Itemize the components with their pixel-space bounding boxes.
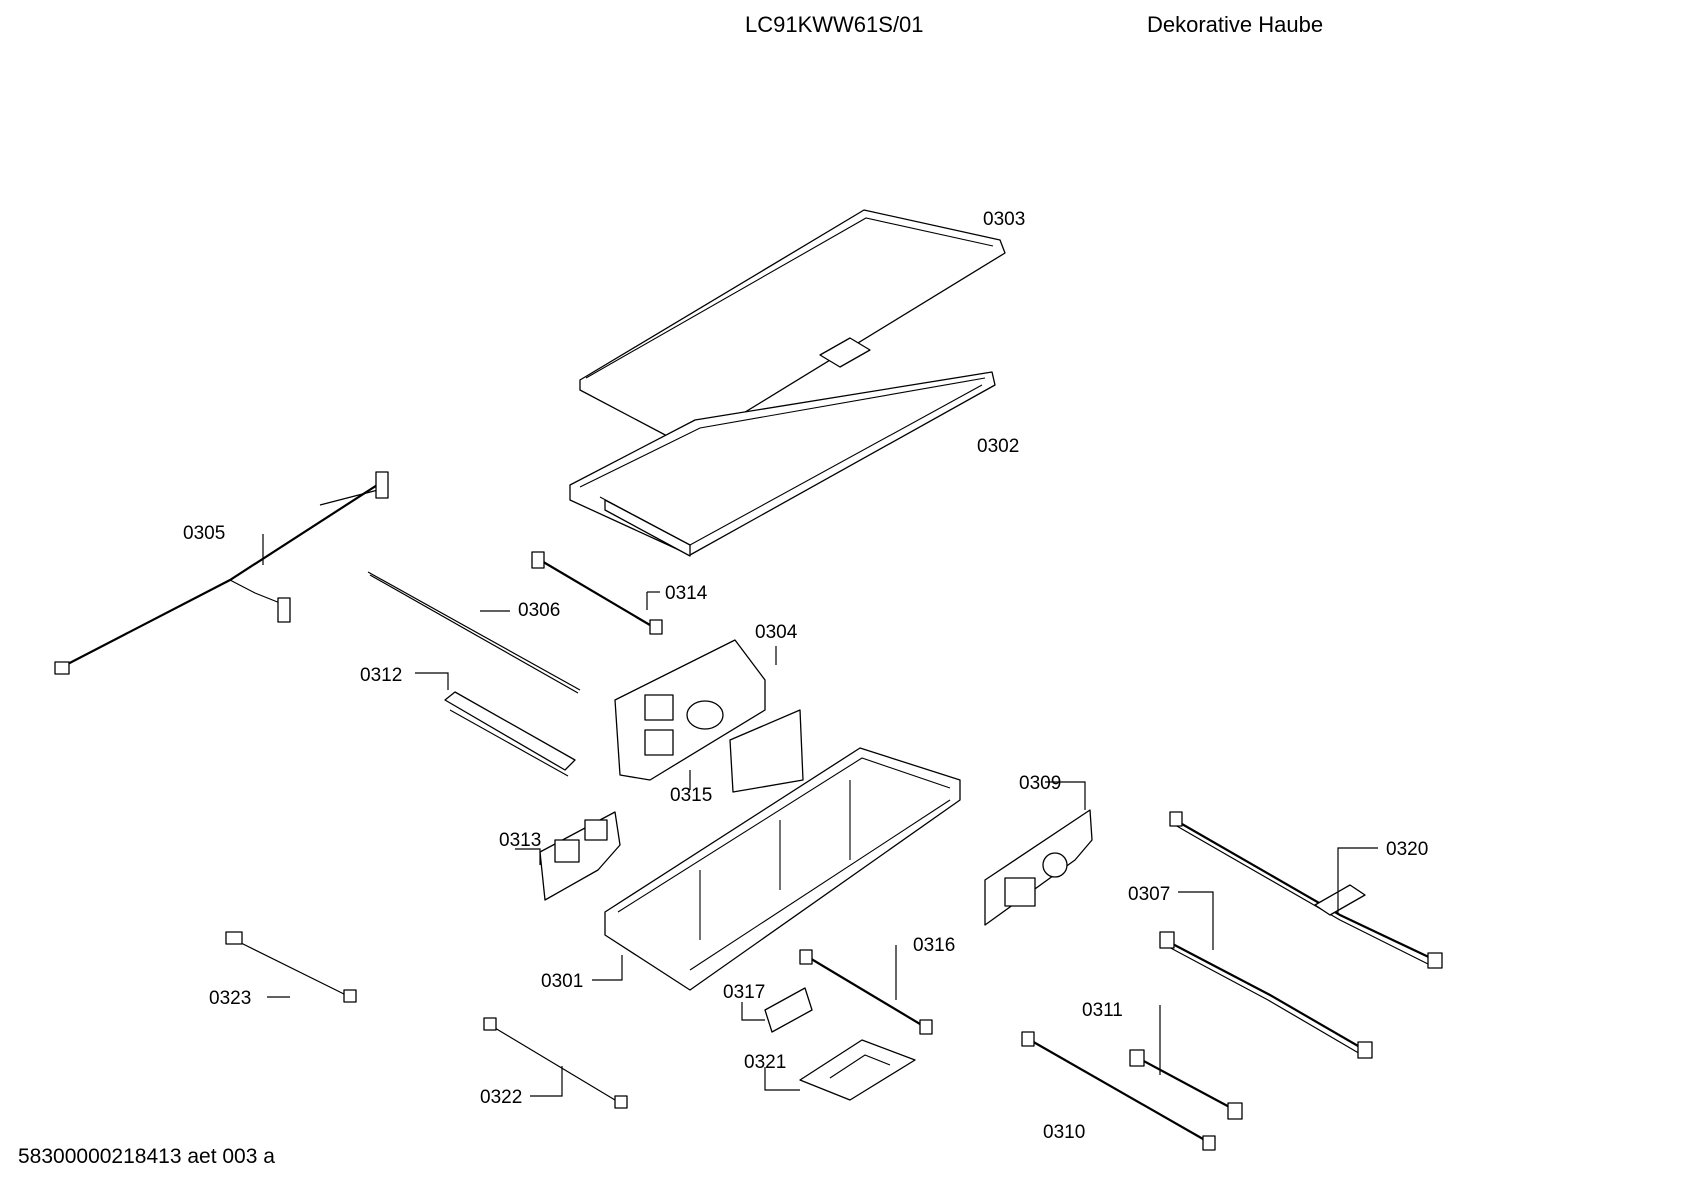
label-0310: 0310 [1043,1122,1085,1143]
label-0312: 0312 [360,665,402,686]
part-0323-cable[interactable] [225,931,357,1003]
part-0311-cable[interactable] [1129,1049,1243,1120]
label-0320: 0320 [1386,839,1428,860]
part-0314-cable[interactable] [531,551,663,635]
part-0309-board[interactable] [984,809,1093,926]
document-id: 58300000218413 aet 003 a [18,1145,275,1168]
part-0320-harness[interactable] [1169,811,1443,969]
label-0304: 0304 [755,622,798,643]
label-0316: 0316 [913,935,955,956]
part-0301-housing[interactable] [604,747,961,991]
label-0309: 0309 [1019,773,1061,794]
part-0322-cable[interactable] [483,1017,628,1109]
label-0315: 0315 [670,785,712,806]
part-0306-cable[interactable] [367,571,581,694]
label-0313: 0313 [499,830,541,851]
leader-lines [262,534,1378,1097]
part-0312-cable[interactable] [444,691,576,777]
part-0310-cable[interactable] [1021,1031,1216,1151]
label-0323: 0323 [209,988,251,1009]
label-0317: 0317 [723,982,765,1003]
label-0302: 0302 [977,436,1019,457]
model-number: LC91KWW61S/01 [745,12,924,37]
part-0313-board[interactable] [539,811,621,901]
part-0302-frame[interactable] [569,371,996,557]
label-0322: 0322 [480,1087,522,1108]
part-0305-harness[interactable] [54,471,389,675]
part-0303-cover[interactable] [579,209,1006,448]
part-labels: 0303 0302 0305 0306 0314 0304 0312 0315 … [183,209,1428,1143]
part-0321-board[interactable] [799,1039,916,1101]
label-0314: 0314 [665,583,708,604]
part-0307-harness[interactable] [1159,931,1373,1059]
label-0307: 0307 [1128,884,1170,905]
product-description: Dekorative Haube [1147,12,1324,37]
label-0321: 0321 [744,1052,786,1073]
label-0301: 0301 [541,971,583,992]
label-0303: 0303 [983,209,1025,230]
label-0311: 0311 [1082,1000,1123,1021]
part-0304-pcb[interactable] [614,639,766,781]
part-0317-board[interactable] [764,987,813,1033]
label-0306: 0306 [518,600,560,621]
part-0315-board[interactable] [729,709,804,793]
part-0316-cable[interactable] [799,949,933,1035]
label-0305: 0305 [183,523,225,544]
